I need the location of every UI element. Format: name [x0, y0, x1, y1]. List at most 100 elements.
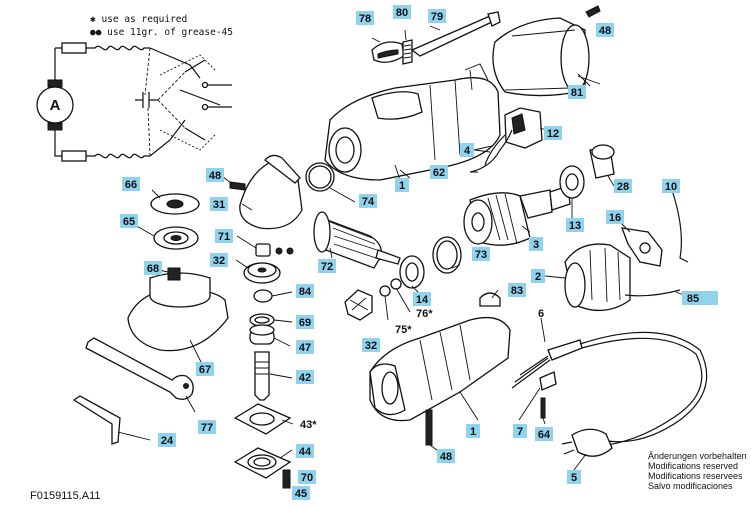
svg-text:43*: 43*	[300, 419, 317, 431]
pinion-71	[255, 243, 271, 257]
leader-lines	[117, 75, 693, 481]
legend-asterisk-note: ✱ use as required	[90, 14, 187, 25]
label-31: 31	[210, 197, 228, 211]
svg-text:72: 72	[321, 261, 333, 273]
svg-text:76*: 76*	[416, 308, 433, 320]
legend: ✱ use as required ●● use 11gr. of grease…	[90, 14, 233, 38]
note-en: Modifications reserved	[648, 461, 738, 471]
label-12: 12	[544, 126, 562, 140]
field-coil-bottom	[61, 150, 87, 162]
bearing-sleeve-28	[589, 144, 615, 179]
label-80: 80	[393, 5, 411, 19]
guard-clamp-68	[167, 267, 181, 281]
label-69: 69	[296, 315, 314, 329]
label-10: 10	[662, 179, 680, 193]
svg-text:16: 16	[609, 212, 621, 224]
note-es: Salvo modificaciones	[648, 481, 733, 491]
label-66: 66	[122, 177, 140, 191]
label-32-gear: 32	[210, 253, 228, 267]
capacitor-symbol	[135, 92, 158, 108]
label-47: 47	[296, 340, 314, 354]
svg-text:45: 45	[295, 488, 307, 500]
svg-text:73: 73	[475, 249, 487, 261]
flange-65	[153, 226, 199, 250]
svg-text:62: 62	[433, 167, 445, 179]
note-fr: Modifications reservees	[648, 471, 743, 481]
legend-grease-note: ●● use 11gr. of grease-45	[90, 27, 233, 38]
gear-housing-cover	[229, 154, 303, 255]
screw-48-housing	[425, 409, 433, 446]
label-45: 45	[292, 486, 310, 500]
label-7: 7	[513, 424, 527, 438]
label-2: 2	[531, 269, 545, 283]
note-de: Änderungen vorbehalten	[648, 451, 747, 461]
gear-wheel-32	[243, 262, 281, 284]
svg-text:67: 67	[199, 364, 211, 376]
switch-spring	[402, 39, 413, 65]
screw-64	[540, 397, 546, 419]
label-48-gear: 48	[206, 168, 224, 182]
field-coil-2	[564, 243, 681, 312]
svg-text:83: 83	[511, 285, 523, 297]
screw-48-top	[585, 5, 601, 18]
lead-10	[671, 189, 689, 263]
washer-76	[390, 278, 402, 290]
svg-text:74: 74	[362, 196, 375, 208]
svg-text:48: 48	[440, 451, 452, 463]
svg-text:77: 77	[201, 422, 213, 434]
drawing-code: F0159115.A11	[30, 490, 101, 502]
label-6: 6	[538, 308, 544, 320]
bearing-13	[559, 165, 585, 199]
svg-text:31: 31	[213, 199, 225, 211]
armature-3	[463, 185, 571, 246]
label-4: 4	[460, 143, 474, 157]
washer-75	[379, 285, 391, 297]
cable-clamp-83	[479, 292, 501, 307]
switch-assembly	[469, 107, 543, 173]
label-44: 44	[296, 444, 314, 458]
label-14: 14	[413, 292, 431, 306]
label-48-top: 48	[596, 23, 614, 37]
motor-housing	[369, 316, 511, 446]
svg-text:13: 13	[569, 220, 581, 232]
pin-spanner-77	[85, 337, 194, 400]
label-85: 85	[682, 291, 718, 305]
svg-text:70: 70	[301, 472, 313, 484]
label-83: 83	[508, 283, 526, 297]
svg-text:44: 44	[299, 446, 312, 458]
svg-text:66: 66	[125, 179, 137, 191]
label-13: 13	[566, 218, 584, 232]
hex-key-24	[72, 395, 121, 445]
label-73: 73	[472, 247, 490, 261]
svg-text:1: 1	[470, 426, 476, 438]
svg-text:6: 6	[538, 308, 544, 320]
svg-text:69: 69	[299, 317, 311, 329]
label-43: 43*	[300, 419, 317, 431]
part-labels: 78 80 79 48 81 12 4 62 28 1 74 66 48 31 …	[120, 5, 718, 500]
label-68: 68	[144, 261, 162, 275]
brush-top	[47, 79, 63, 88]
svg-text:84: 84	[299, 286, 312, 298]
svg-text:32: 32	[365, 340, 377, 352]
svg-text:65: 65	[123, 216, 135, 228]
svg-text:10: 10	[665, 181, 677, 193]
field-coil-top	[61, 42, 87, 54]
wheel-guard	[127, 267, 229, 352]
modification-notes: Änderungen vorbehalten Modifications res…	[648, 451, 747, 491]
label-28: 28	[614, 179, 632, 193]
bearing-14	[399, 255, 425, 289]
bushing-84	[253, 289, 273, 303]
strain-relief-7	[539, 371, 557, 391]
label-81: 81	[568, 85, 586, 99]
motor-symbol	[36, 86, 74, 124]
switch-rod	[410, 15, 498, 57]
label-24: 24	[158, 433, 176, 447]
svg-text:79: 79	[431, 11, 443, 23]
label-5: 5	[567, 470, 581, 484]
cable-sleeve-6	[547, 339, 583, 361]
mains-plug-5	[571, 428, 613, 457]
label-1-housing: 1	[466, 424, 480, 438]
label-42: 42	[296, 370, 314, 384]
svg-text:28: 28	[617, 181, 629, 193]
svg-text:7: 7	[517, 426, 523, 438]
